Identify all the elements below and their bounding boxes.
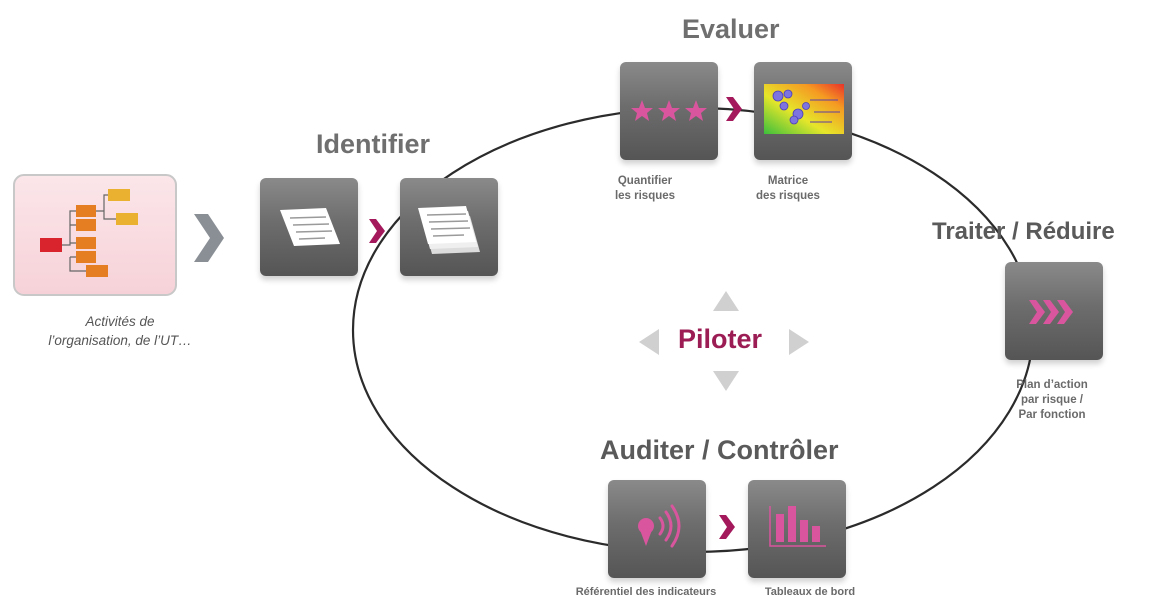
caption-tableaux: Tableaux de bord <box>764 586 856 598</box>
stage-title-traiter: Traiter / Réduire <box>932 218 1115 245</box>
org-caption-line-1: Activités de <box>85 314 155 329</box>
caption-traiter: Plan d’action par risque / Par fonction <box>996 378 1108 423</box>
chevron-icon-identifier <box>369 219 385 243</box>
org-chart-image <box>12 173 180 299</box>
down-arrow-icon <box>713 371 739 391</box>
org-chart-icon <box>13 174 177 296</box>
caption-traiter-line-3: Par fonction <box>1018 409 1086 421</box>
triple-chevron-icon <box>1029 300 1073 324</box>
caption-quantifier-line-1: Quantifier <box>617 175 673 187</box>
caption-matrice-line-2: des risques <box>756 190 820 202</box>
document-icon <box>280 208 340 246</box>
org-caption: Activités de l’organisation, de l’UT… <box>20 312 220 350</box>
caption-quantifier: Quantifier les risques <box>600 174 690 204</box>
document-stack-icon <box>418 206 480 254</box>
traiter-plan-tile[interactable] <box>1005 262 1103 360</box>
caption-traiter-line-1: Plan d’action <box>1016 379 1088 391</box>
identifier-document-tile[interactable] <box>260 178 358 276</box>
caption-quantifier-line-2: les risques <box>614 190 676 202</box>
org-caption-line-2: l’organisation, de l’UT… <box>48 333 192 348</box>
up-arrow-icon <box>713 291 739 311</box>
left-arrow-icon <box>639 329 659 355</box>
signal-pin-icon <box>638 504 681 548</box>
caption-referentiel: Référentiel des indicateurs <box>575 586 717 598</box>
identifier-document-stack-tile[interactable] <box>400 178 498 276</box>
piloter-label: Piloter <box>678 324 763 354</box>
evaluer-matrice-tile[interactable] <box>754 62 852 160</box>
caption-matrice: Matrice des risques <box>740 174 836 204</box>
bar-chart-icon <box>769 506 826 547</box>
caption-traiter-line-2: par risque / <box>1021 394 1083 406</box>
auditer-tableaux-tile[interactable] <box>748 480 846 578</box>
gray-chevron-icon <box>194 214 224 262</box>
stage-title-auditer: Auditer / Contrôler <box>600 435 839 465</box>
stage-title-evaluer: Evaluer <box>682 14 780 44</box>
stage-title-identifier: Identifier <box>316 129 431 159</box>
risk-matrix-icon <box>764 84 844 134</box>
evaluer-quantifier-tile[interactable] <box>620 62 718 160</box>
caption-matrice-line-1: Matrice <box>767 175 809 187</box>
chevron-icon-evaluer <box>726 97 742 121</box>
chevron-icon-auditer <box>719 515 735 539</box>
auditer-referentiel-tile[interactable] <box>608 480 706 578</box>
right-arrow-icon <box>789 329 809 355</box>
three-stars-icon <box>631 100 707 121</box>
